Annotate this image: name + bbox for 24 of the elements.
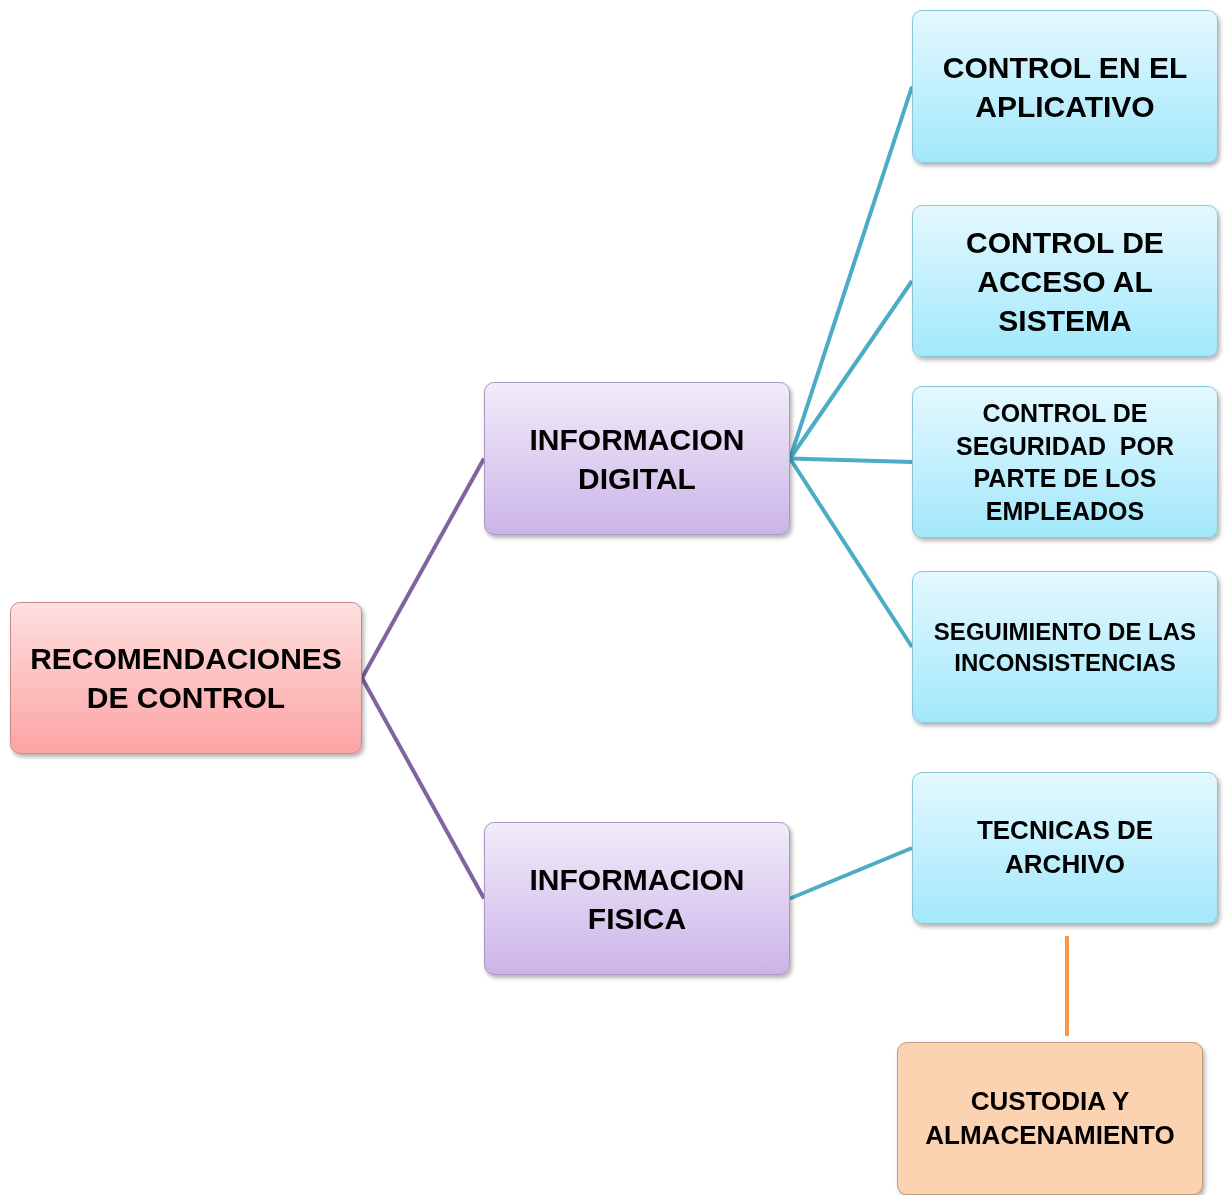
topic-label: TECNICAS DE ARCHIVO bbox=[975, 814, 1155, 881]
topic-box bbox=[897, 1042, 1203, 1195]
connector-line bbox=[360, 457, 486, 679]
topic-label: CONTROL DE ACCESO AL SISTEMA bbox=[965, 224, 1165, 339]
topic-box bbox=[484, 382, 790, 535]
topic-box bbox=[912, 10, 1218, 163]
connector-line bbox=[788, 457, 914, 649]
topic-label: INFORMACION FISICA bbox=[528, 861, 746, 937]
topic-label: CONTROL DE SEGURIDAD POR PARTE DE LOS EMPLEADOS bbox=[954, 398, 1176, 527]
connector-line bbox=[789, 846, 913, 901]
topic-box bbox=[10, 602, 362, 754]
topic-box bbox=[912, 386, 1218, 538]
topic-box bbox=[484, 822, 790, 975]
topic-box bbox=[912, 571, 1218, 723]
connector-line bbox=[1065, 936, 1069, 1036]
connector-line bbox=[360, 677, 486, 900]
topic-label: SEGUIMIENTO DE LAS INCONSISTENCIAS bbox=[932, 616, 1198, 678]
topic-label: INFORMACION DIGITAL bbox=[528, 421, 746, 497]
connector-line bbox=[789, 456, 913, 464]
topic-label: CUSTODIA Y ALMACENAMIENTO bbox=[924, 1084, 1176, 1152]
topic-label: CONTROL EN EL APLICATIVO bbox=[941, 49, 1189, 125]
topic-box bbox=[912, 205, 1218, 357]
topic-box bbox=[912, 772, 1218, 924]
topic-label: RECOMENDACIONES DE CONTROL bbox=[29, 641, 343, 716]
